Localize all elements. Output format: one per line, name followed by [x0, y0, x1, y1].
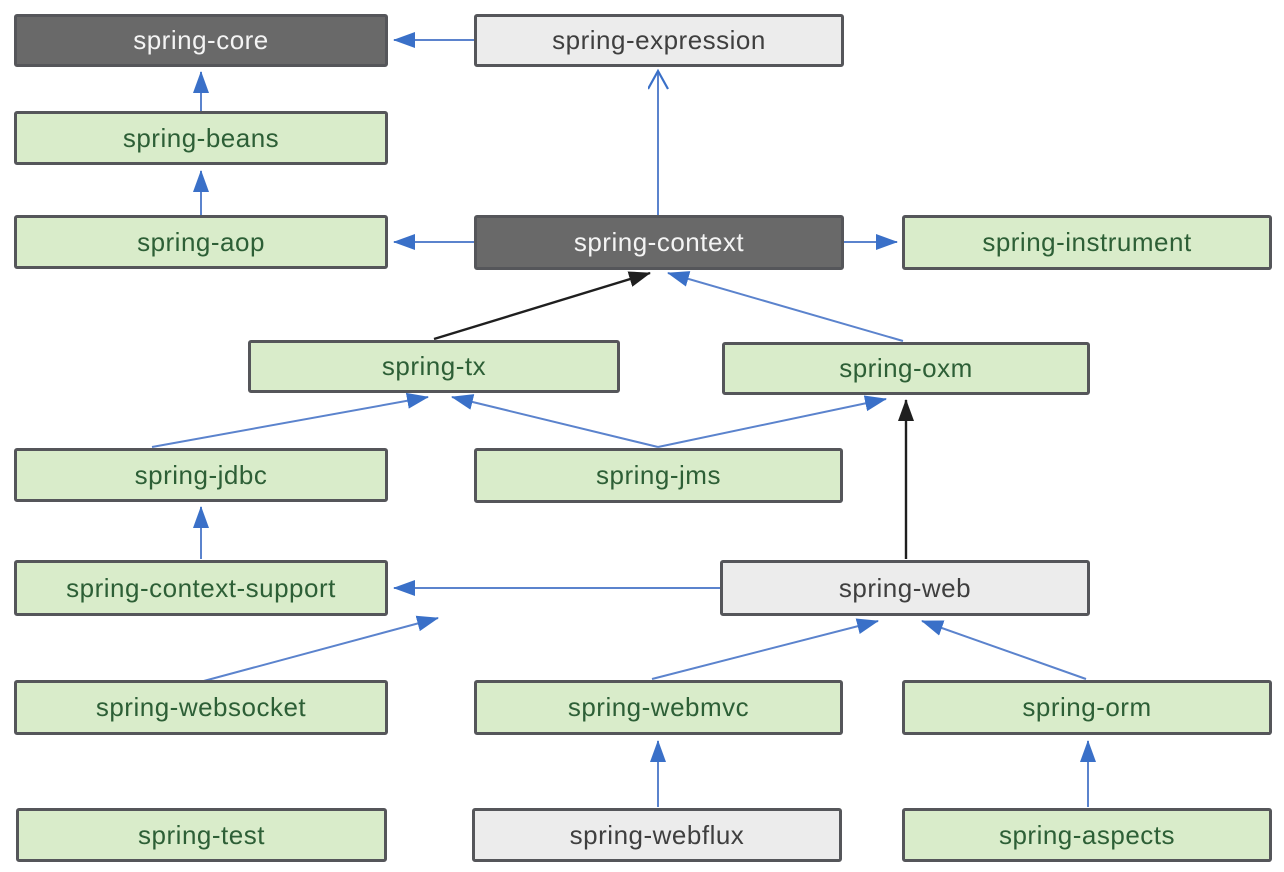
node-spring-instrument: spring-instrument [902, 215, 1272, 270]
node-label-spring-webflux: spring-webflux [569, 819, 745, 850]
node-spring-expression: spring-expression [474, 14, 844, 67]
node-spring-jdbc: spring-jdbc [14, 448, 388, 502]
node-label-spring-core: spring-core [133, 25, 269, 55]
node-spring-beans: spring-beans [14, 111, 388, 165]
node-label-spring-context: spring-context [573, 227, 745, 257]
node-label-spring-instrument: spring-instrument [982, 227, 1192, 257]
node-spring-aspects: spring-aspects [902, 808, 1272, 862]
node-label-spring-orm: spring-orm [1022, 692, 1152, 722]
node-label-spring-test: spring-test [138, 819, 265, 850]
node-spring-websocket: spring-websocket [14, 680, 388, 735]
node-label-spring-jdbc: spring-jdbc [134, 459, 268, 490]
node-label-spring-websocket: spring-websocket [95, 692, 307, 722]
node-label-spring-tx: spring-tx [381, 351, 487, 381]
node-label-spring-expression: spring-expression [552, 25, 766, 55]
node-label-spring-aspects: spring-aspects [998, 819, 1176, 850]
node-spring-context-support: spring-context-support [14, 560, 388, 616]
node-label-spring-webmvc: spring-webmvc [567, 692, 750, 722]
node-spring-test: spring-test [16, 808, 387, 862]
node-label-spring-beans: spring-beans [122, 122, 280, 153]
node-spring-tx: spring-tx [248, 340, 620, 393]
node-label-spring-web: spring-web [838, 572, 972, 603]
node-spring-core: spring-core [14, 14, 388, 67]
node-spring-aop: spring-aop [14, 215, 388, 269]
node-label-spring-aop: spring-aop [137, 226, 265, 257]
node-label-spring-jms: spring-jms [596, 460, 721, 490]
node-spring-webflux: spring-webflux [472, 808, 842, 862]
node-spring-webmvc: spring-webmvc [474, 680, 843, 735]
node-spring-jms: spring-jms [474, 448, 843, 503]
node-label-spring-context-support: spring-context-support [66, 572, 336, 603]
node-spring-context: spring-context [474, 215, 844, 270]
node-spring-oxm: spring-oxm [722, 342, 1090, 395]
node-spring-orm: spring-orm [902, 680, 1272, 735]
node-label-spring-oxm: spring-oxm [839, 353, 973, 383]
node-spring-web: spring-web [720, 560, 1090, 616]
